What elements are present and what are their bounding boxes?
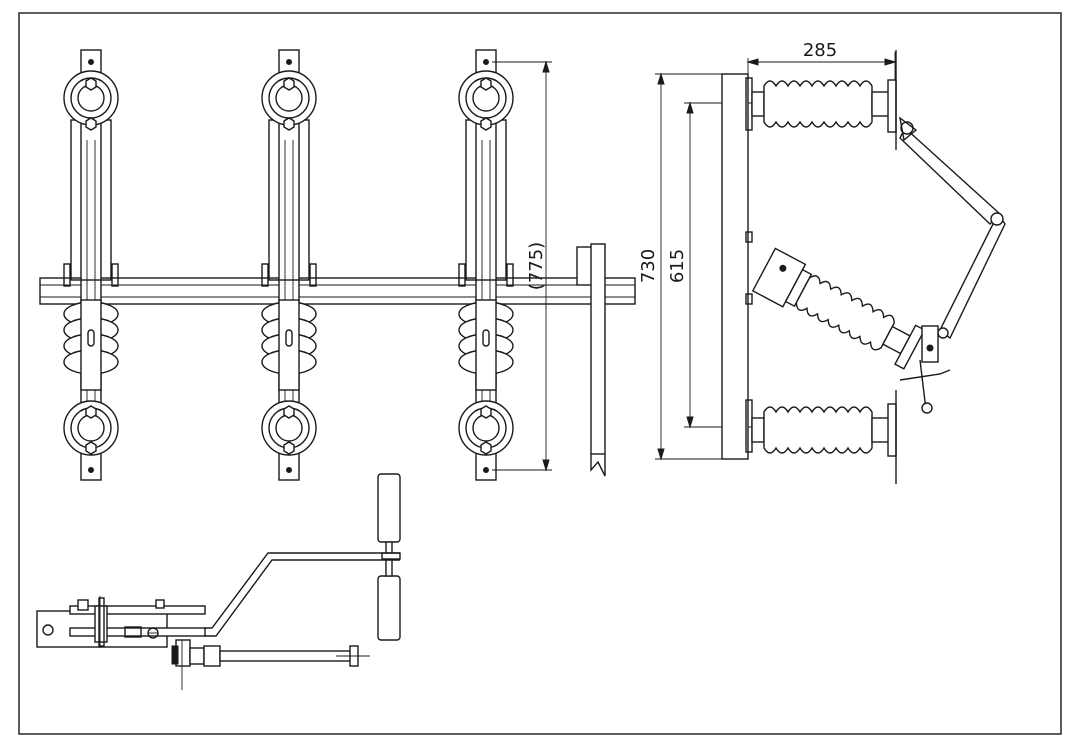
horizontal-rod — [219, 650, 355, 662]
back-plate — [721, 73, 749, 460]
dimension-775-label: (775) — [526, 242, 547, 290]
dimension-285-label: 285 — [803, 40, 837, 61]
side-view: 730 615 285 — [638, 40, 1006, 484]
pole-1 — [63, 49, 119, 481]
top-insulator — [751, 50, 897, 150]
handle-grip-upper — [377, 473, 401, 543]
linkage-arm — [898, 116, 1006, 414]
handle-grip-lower — [377, 575, 401, 641]
crank-rod — [204, 552, 400, 629]
mounting-channel — [39, 277, 636, 305]
dimension-615-label: 615 — [667, 249, 688, 283]
tilted-insulator — [751, 247, 926, 370]
operating-mechanism-view — [36, 473, 401, 690]
bottom-insulator — [751, 390, 897, 484]
dimension-730: 730 — [638, 72, 722, 461]
pole-3 — [458, 49, 514, 481]
dimension-775: (775) — [492, 60, 552, 472]
dimension-730-label: 730 — [638, 249, 659, 283]
frame-border — [18, 12, 1062, 735]
operating-shaft — [576, 243, 606, 477]
dimension-285: 285 — [746, 40, 897, 80]
front-view: (775) — [39, 49, 636, 481]
pole-2 — [261, 49, 317, 481]
